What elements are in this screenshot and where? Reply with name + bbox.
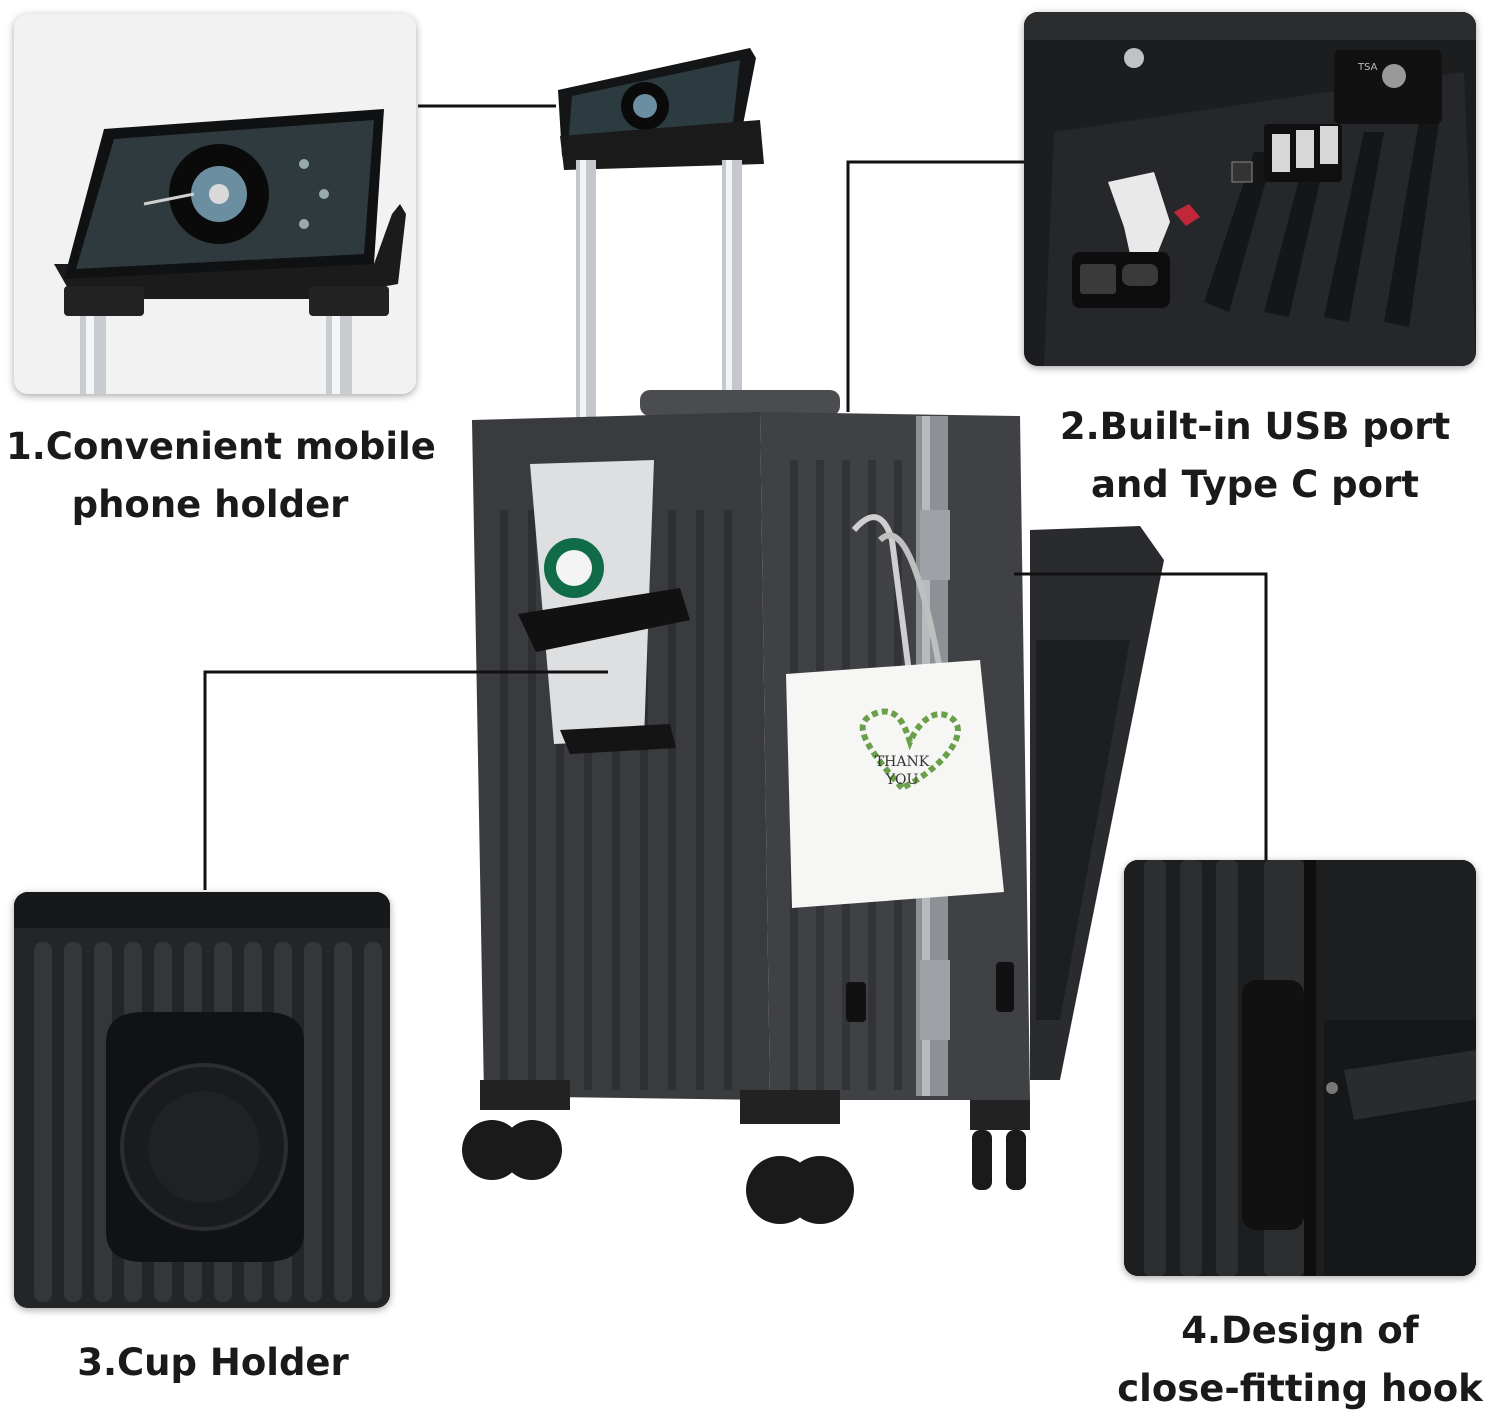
caption-hook: 4.Design of close-fitting hook [1110,1302,1490,1418]
caption-phone-holder-line2: phone holder [71,483,349,526]
hook-icon [1242,980,1304,1230]
usb-a-port-icon [1080,264,1116,294]
lock-label: TSA [1357,62,1378,73]
phone-holder-illustration [14,14,416,394]
caption-hook-line1: 4.Design of [1181,1309,1419,1352]
gift-bag [786,660,1004,908]
suitcase-illustration: THANK YOU [462,48,1164,1224]
caption-phone-holder-line1: 1.Convenient mobile [6,425,436,468]
cup-holder-illustration [14,892,390,1308]
usb-port-illustration: TSA [1024,12,1476,366]
bag-text-you: YOU [885,772,919,788]
caption-cup-holder-line1: 3.Cup Holder [77,1341,349,1384]
wheel-icon [462,1080,1030,1224]
caption-usb-port-line2: and Type C port [1091,463,1419,506]
caption-usb-port: 2.Built-in USB port and Type C port [1040,398,1470,514]
type-c-port-icon [1122,264,1158,286]
detail-phone-holder [14,14,416,394]
detail-usb-port: TSA [1024,12,1476,366]
detail-hook [1124,860,1476,1276]
bag-text-thank: THANK [875,754,930,770]
detail-cup-holder [14,892,390,1308]
caption-hook-line2: close-fitting hook [1117,1367,1483,1410]
red-release-button [1174,204,1200,226]
caption-cup-holder: 3.Cup Holder [14,1334,412,1392]
caption-usb-port-line1: 2.Built-in USB port [1059,405,1451,448]
hook-illustration [1124,860,1476,1276]
caption-phone-holder: 1.Convenient mobile phone holder [6,418,436,534]
